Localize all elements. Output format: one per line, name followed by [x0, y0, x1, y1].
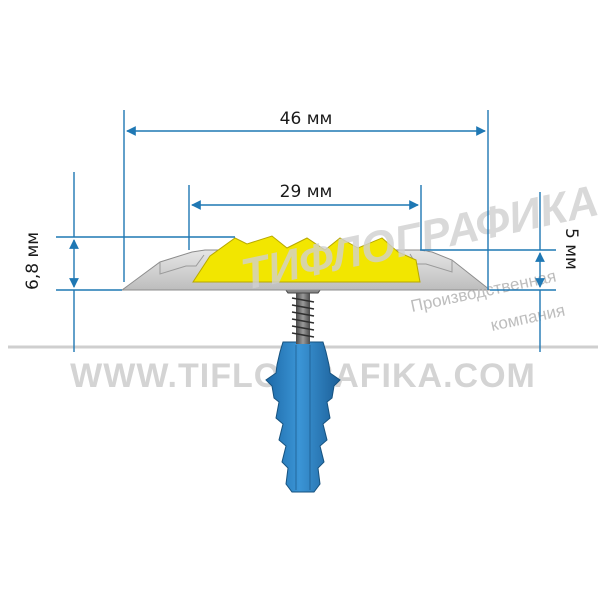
- inner-width-label: 29 мм: [280, 182, 333, 202]
- watermark-subtitle-2: компания: [489, 301, 567, 335]
- extension-lines: [56, 110, 556, 352]
- outer-width-label: 46 мм: [280, 109, 333, 129]
- base-height-label: 5 мм: [561, 228, 581, 270]
- dowel: [265, 341, 341, 493]
- screw: [282, 285, 324, 344]
- profile-insert: [192, 235, 421, 283]
- total-height-label: 6,8 мм: [23, 232, 43, 290]
